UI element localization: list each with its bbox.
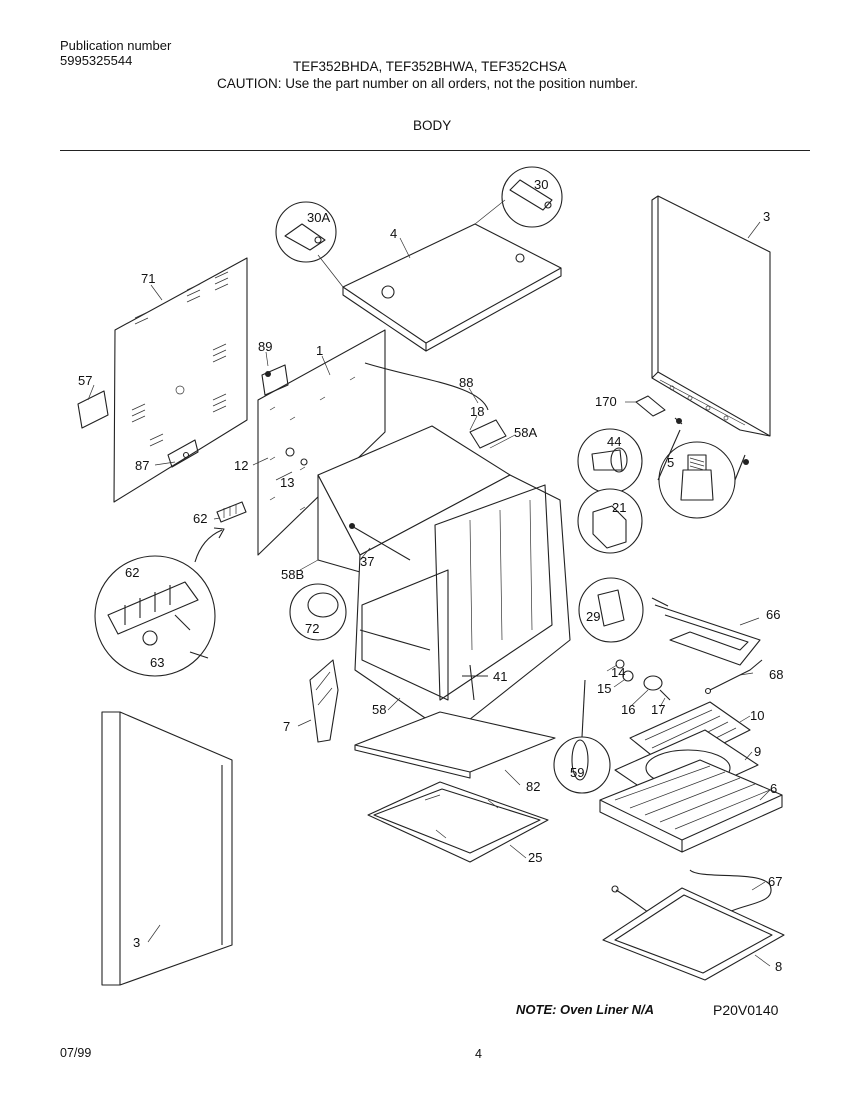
label-68: 68 — [769, 667, 783, 682]
label-59: 59 — [570, 765, 584, 780]
oven-cavity — [317, 425, 571, 736]
label-58b: 58B — [281, 567, 304, 582]
label-66: 66 — [766, 607, 780, 622]
label-62: 62 — [193, 511, 207, 526]
detail-circle-29 — [578, 577, 644, 643]
detail-circle-30 — [501, 166, 563, 228]
model-numbers: TEF352BHDA, TEF352BHWA, TEF352CHSA — [293, 59, 567, 74]
label-57: 57 — [78, 373, 92, 388]
top-panel-4 — [317, 199, 562, 352]
drawer-liner-25 — [367, 781, 549, 863]
label-89: 89 — [258, 339, 272, 354]
page-number: 4 — [475, 1047, 482, 1061]
label-10: 10 — [750, 708, 764, 723]
detail-circle-5 — [657, 429, 749, 519]
label-41: 41 — [493, 669, 507, 684]
label-3-top: 3 — [763, 209, 770, 224]
part-labels: 30 30A 4 3 71 57 89 1 88 18 58A 170 44 5… — [78, 177, 783, 974]
hinge-7 — [309, 659, 339, 743]
detail-circle-72 — [289, 583, 347, 641]
label-30: 30 — [534, 177, 548, 192]
label-4: 4 — [390, 226, 397, 241]
publication-number: 5995325544 — [60, 53, 133, 68]
detail-circle-30a — [275, 201, 337, 263]
caution-notice: CAUTION: Use the part number on all orde… — [217, 76, 638, 91]
switch-18 — [469, 419, 507, 449]
label-170: 170 — [595, 394, 617, 409]
probe-37 — [349, 523, 411, 561]
detail-circle-21 — [577, 488, 643, 554]
label-7: 7 — [283, 719, 290, 734]
rear-panel-71 — [113, 257, 248, 503]
label-12: 12 — [234, 458, 248, 473]
label-87: 87 — [135, 458, 149, 473]
terminal-block-62 — [194, 501, 247, 563]
label-8: 8 — [775, 959, 782, 974]
bracket-57 — [77, 390, 109, 429]
label-17: 17 — [651, 702, 665, 717]
bake-element-66 — [651, 597, 763, 695]
label-71: 71 — [141, 271, 155, 286]
label-82: 82 — [526, 779, 540, 794]
label-3-bottom: 3 — [133, 935, 140, 950]
label-58: 58 — [372, 702, 386, 717]
leader-lines — [87, 221, 771, 967]
label-25: 25 — [528, 850, 542, 865]
detail-circle-59 — [553, 679, 611, 794]
bottom-panel-82 — [354, 711, 556, 779]
light-parts-14-17 — [615, 659, 671, 701]
label-88: 88 — [459, 375, 473, 390]
header-divider — [60, 150, 810, 151]
label-1: 1 — [316, 343, 323, 358]
revision-date: 07/99 — [60, 1046, 92, 1060]
oven-rack-6 — [599, 759, 783, 853]
detail-circle-62-63 — [94, 555, 216, 677]
label-30a: 30A — [307, 210, 330, 225]
label-9: 9 — [754, 744, 761, 759]
label-63: 63 — [150, 655, 164, 670]
label-21: 21 — [612, 500, 626, 515]
label-15: 15 — [597, 681, 611, 696]
bracket-170 — [635, 395, 683, 425]
label-67: 67 — [768, 874, 782, 889]
label-5: 5 — [667, 455, 674, 470]
label-62-detail: 62 — [125, 565, 139, 580]
wire-88 — [364, 362, 489, 411]
figure-id: P20V0140 — [713, 1002, 779, 1018]
label-29: 29 — [586, 609, 600, 624]
label-14: 14 — [611, 665, 625, 680]
front-frame-1 — [257, 329, 386, 556]
label-16: 16 — [621, 702, 635, 717]
drawer-8 — [602, 887, 785, 981]
oven-liner-note: NOTE: Oven Liner N/A — [516, 1002, 654, 1017]
label-13: 13 — [280, 475, 294, 490]
label-18: 18 — [470, 404, 484, 419]
label-37: 37 — [360, 554, 374, 569]
label-6: 6 — [770, 781, 777, 796]
publication-number-label: Publication number — [60, 38, 172, 53]
side-panel-3-bottom — [101, 711, 233, 986]
label-58a: 58A — [514, 425, 537, 440]
side-panel-3-top — [651, 195, 771, 437]
label-44: 44 — [607, 434, 621, 449]
section-title: BODY — [413, 118, 452, 133]
label-72: 72 — [305, 621, 319, 636]
